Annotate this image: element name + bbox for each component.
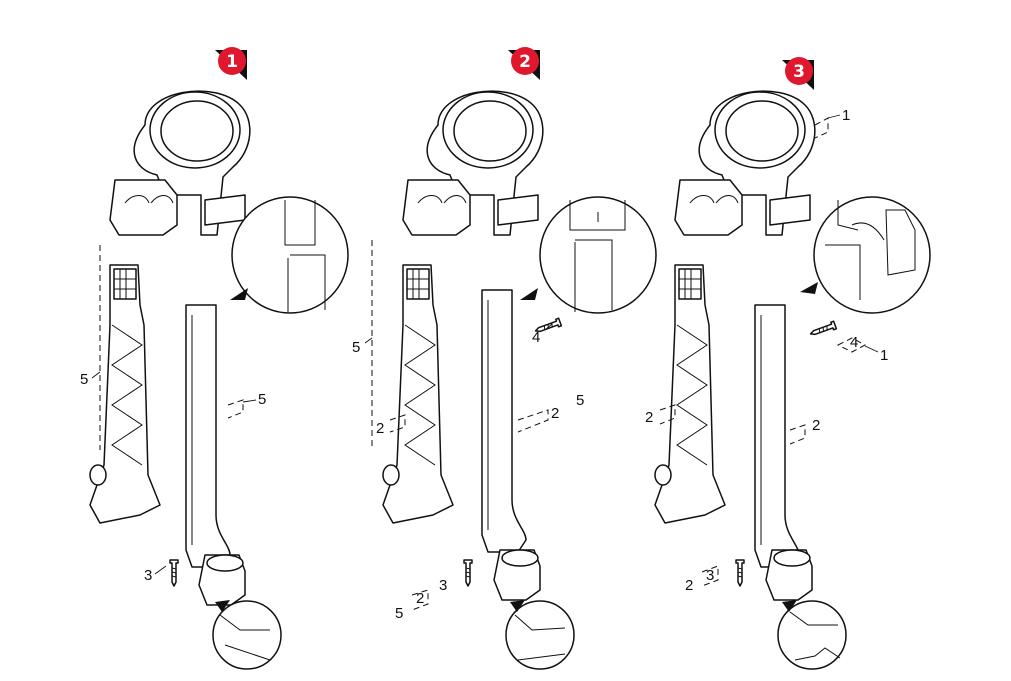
step-2-group: 2 5 4 2 2 5 5 2 3	[352, 47, 657, 670]
lattice-support-part	[89, 264, 161, 524]
handle-top-part	[109, 90, 251, 236]
foot-clip-part	[765, 549, 813, 601]
step-2-number: 2	[519, 52, 531, 72]
red-circle-number-icon	[218, 47, 246, 75]
callout-label: 2	[812, 417, 820, 434]
screw-part	[169, 559, 179, 587]
callout-label: 3	[439, 577, 447, 594]
callout-label: 2	[416, 590, 424, 607]
callout-label: 3	[706, 567, 714, 584]
screw-part	[463, 559, 473, 587]
callout-label: 4	[850, 334, 858, 351]
callout-label: 1	[880, 347, 888, 364]
step-3-number: 3	[793, 62, 805, 82]
detail-zoom-circle-foot	[212, 600, 282, 670]
handle-top-part	[674, 90, 816, 236]
step-3-group: 3 1 4 1 2 2 2 3	[645, 57, 931, 670]
callout-label: 5	[576, 392, 584, 409]
handle-tube-part	[754, 304, 800, 568]
step-3-badge: 3	[782, 57, 814, 90]
lattice-support-part	[654, 264, 726, 524]
step-2-badge: 2	[508, 47, 540, 80]
callout-label: 2	[376, 420, 384, 437]
callout-label: 2	[685, 577, 693, 594]
callout-label: 2	[645, 409, 653, 426]
lattice-support-part	[382, 264, 454, 524]
foot-clip-part	[493, 549, 541, 601]
step-1-group: 1 5 5 3	[80, 47, 349, 670]
callout-label: 1	[842, 107, 850, 124]
screw-part	[735, 559, 745, 587]
callout-label: 5	[258, 391, 266, 408]
callout-label: 5	[352, 339, 360, 356]
callout-label: 2	[551, 405, 559, 422]
handle-tube-part	[185, 304, 231, 568]
foot-clip-part	[198, 554, 246, 606]
step-1-badge: 1	[215, 47, 247, 80]
detail-zoom-circle	[813, 196, 931, 314]
callout-label: 4	[532, 329, 540, 346]
red-circle-number-icon	[785, 57, 813, 85]
callout-label: 5	[395, 605, 403, 622]
step-1-number: 1	[226, 52, 238, 72]
detail-zoom-circle-foot	[777, 600, 847, 670]
callout-label: 5	[80, 371, 88, 388]
handle-tube-part	[481, 289, 527, 553]
screw-part	[808, 320, 838, 339]
detail-zoom-circle	[539, 196, 657, 314]
detail-zoom-circle-foot	[505, 600, 575, 670]
red-circle-number-icon	[511, 47, 539, 75]
callout-label: 3	[144, 567, 152, 584]
handle-top-part	[402, 90, 544, 236]
